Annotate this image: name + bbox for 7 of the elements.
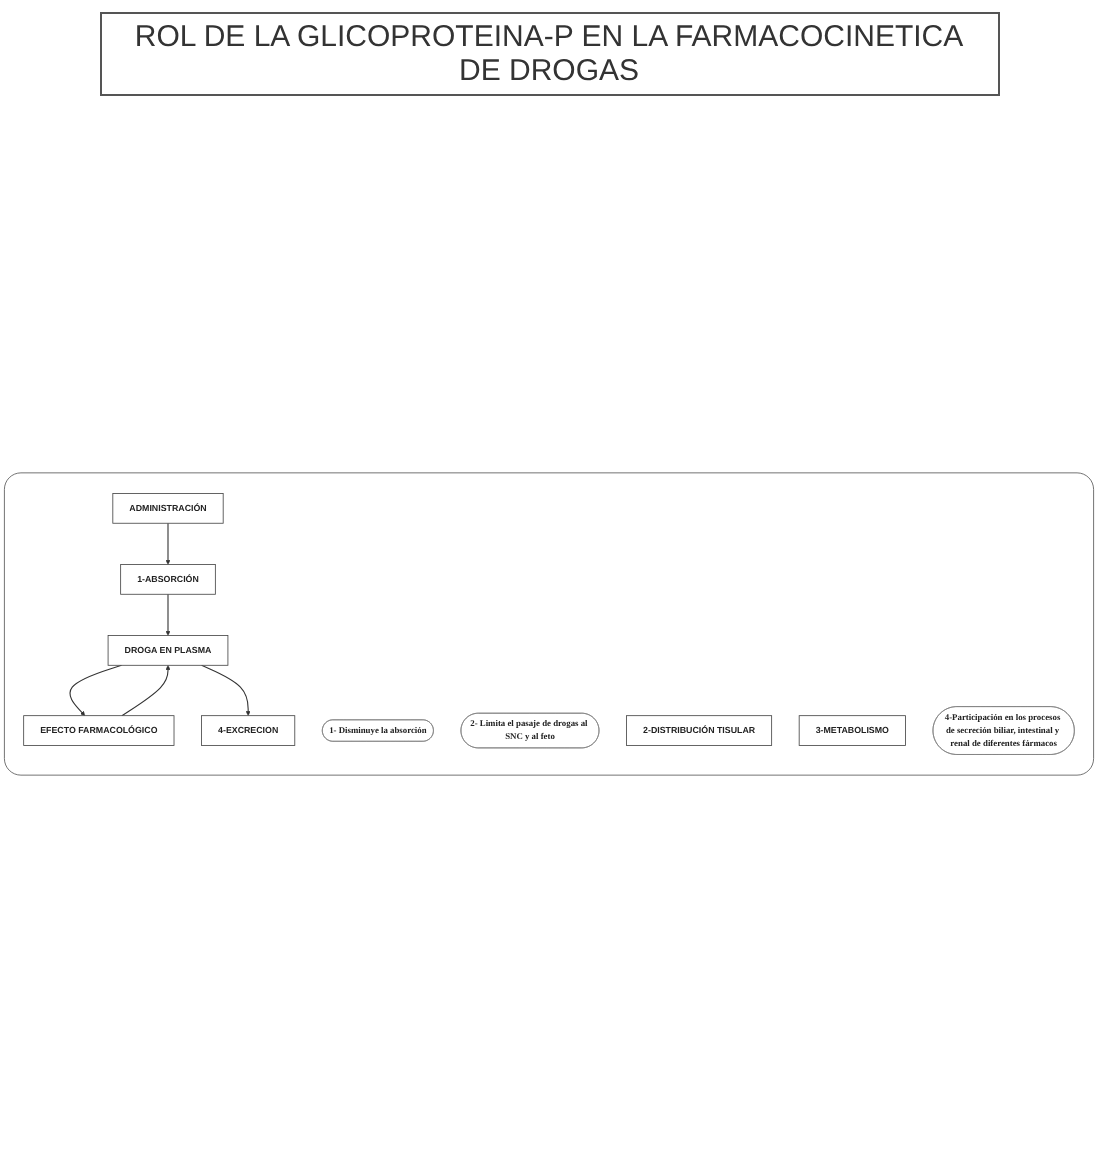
arrow xyxy=(69,664,123,716)
cluster xyxy=(4,472,1094,776)
arrow xyxy=(121,665,171,717)
arrow xyxy=(201,664,251,716)
arrow xyxy=(165,522,171,565)
arrow xyxy=(165,593,171,636)
title: ROL DE LA GLICOPROTEINA-P EN LA FARMACOCINETICA DE DROGAS xyxy=(99,12,999,96)
